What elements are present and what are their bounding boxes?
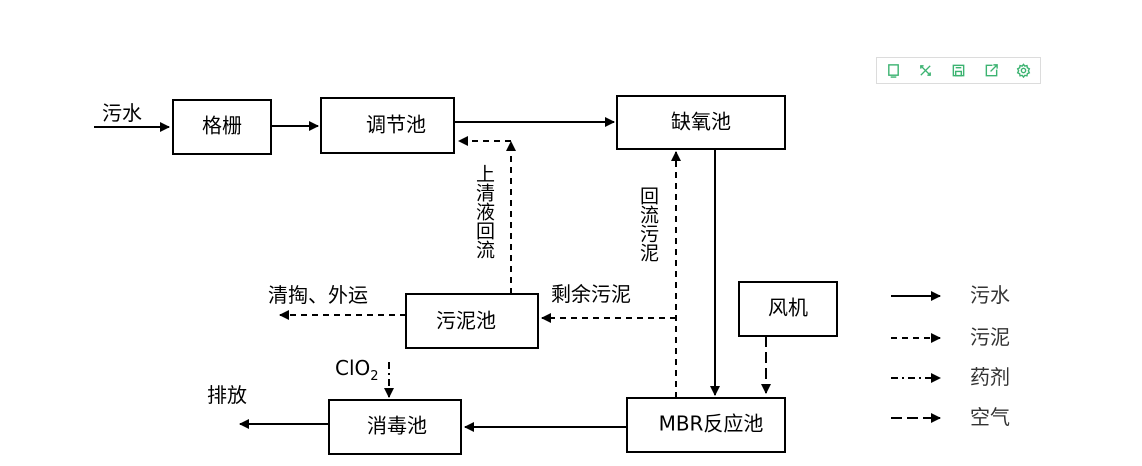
share-button[interactable] <box>975 58 1008 83</box>
discharge-label: 排放 <box>207 383 247 407</box>
excess-sludge-label: 剩余污泥 <box>551 282 631 306</box>
settings-button[interactable] <box>1007 58 1040 83</box>
disinfection-tank-box: 消毒池 <box>328 399 462 455</box>
input-label: 污水 <box>102 101 142 125</box>
anoxic-tank-label: 缺氧池 <box>671 110 731 134</box>
sludge-tank-label: 污泥池 <box>436 309 496 333</box>
restore-button[interactable] <box>910 58 943 83</box>
restore-icon <box>920 65 932 76</box>
legend-sewage-label: 污水 <box>970 283 1010 307</box>
legend-sludge-label: 污泥 <box>970 325 1010 349</box>
blower-label: 风机 <box>768 296 808 320</box>
legend-air-label: 空气 <box>970 405 1010 429</box>
grille-box: 格栅 <box>172 99 272 155</box>
chart-toolbox <box>876 57 1041 84</box>
cleanout-label: 清掏、外运 <box>268 283 368 307</box>
data-view-button[interactable] <box>877 58 910 83</box>
save-image-icon <box>952 64 965 77</box>
disinfection-tank-label: 消毒池 <box>367 414 427 438</box>
supernatant-return-label: 上清液回流 <box>473 164 495 259</box>
settings-icon <box>1016 63 1031 78</box>
legend-chemical-label: 药剂 <box>970 365 1010 389</box>
regulating-tank-box: 调节池 <box>320 97 455 154</box>
data-view-icon <box>887 64 899 78</box>
return-sludge-label: 回流污泥 <box>637 186 659 262</box>
grille-label: 格栅 <box>202 114 242 138</box>
legend: 污水 污泥 药剂 空气 <box>891 283 1010 429</box>
mbr-tank-box: MBR反应池 <box>626 397 786 453</box>
clo2-label: ClO2 <box>335 356 379 384</box>
mbr-tank-label: MBR反应池 <box>659 412 764 436</box>
blower-box: 风机 <box>738 281 838 337</box>
sludge-tank-box: 污泥池 <box>405 293 539 349</box>
anoxic-tank-box: 缺氧池 <box>616 95 786 150</box>
save-image-button[interactable] <box>942 58 975 83</box>
share-icon <box>985 64 998 77</box>
regulating-tank-label: 调节池 <box>366 113 426 137</box>
